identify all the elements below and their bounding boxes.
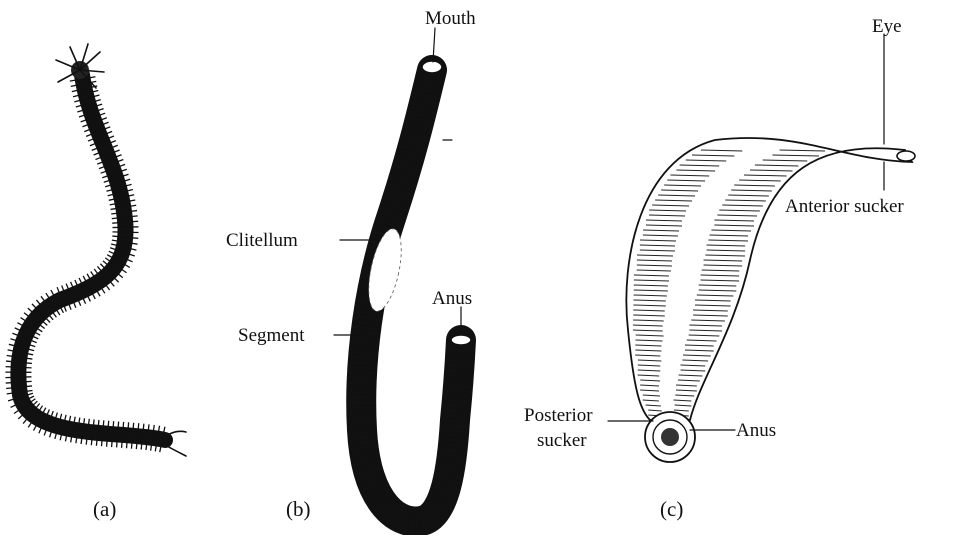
caption-b: (b) [286, 497, 311, 521]
worm-c [626, 138, 915, 462]
label-clitellum: Clitellum [226, 230, 298, 251]
worm-b-anus-tip [451, 335, 471, 345]
posterior-sucker-centre [661, 428, 679, 446]
label-anus-b: Anus [432, 288, 472, 309]
worm-a-body [18, 75, 165, 440]
worm-a [5, 44, 186, 456]
label-posterior-sucker-2: sucker [537, 430, 587, 451]
caption-c: (c) [660, 497, 683, 521]
anterior-sucker-tip [897, 151, 915, 161]
label-posterior-sucker-1: Posterior [524, 405, 593, 426]
label-anus-c: Anus [736, 420, 776, 441]
caption-a: (a) [93, 497, 116, 521]
worm-b-mouth-tip [422, 61, 442, 73]
label-mouth: Mouth [425, 8, 476, 29]
label-segment: Segment [238, 325, 305, 346]
label-eye: Eye [872, 16, 902, 37]
worm-a-parapodia [5, 77, 164, 452]
label-anterior-sucker: Anterior sucker [785, 196, 904, 217]
